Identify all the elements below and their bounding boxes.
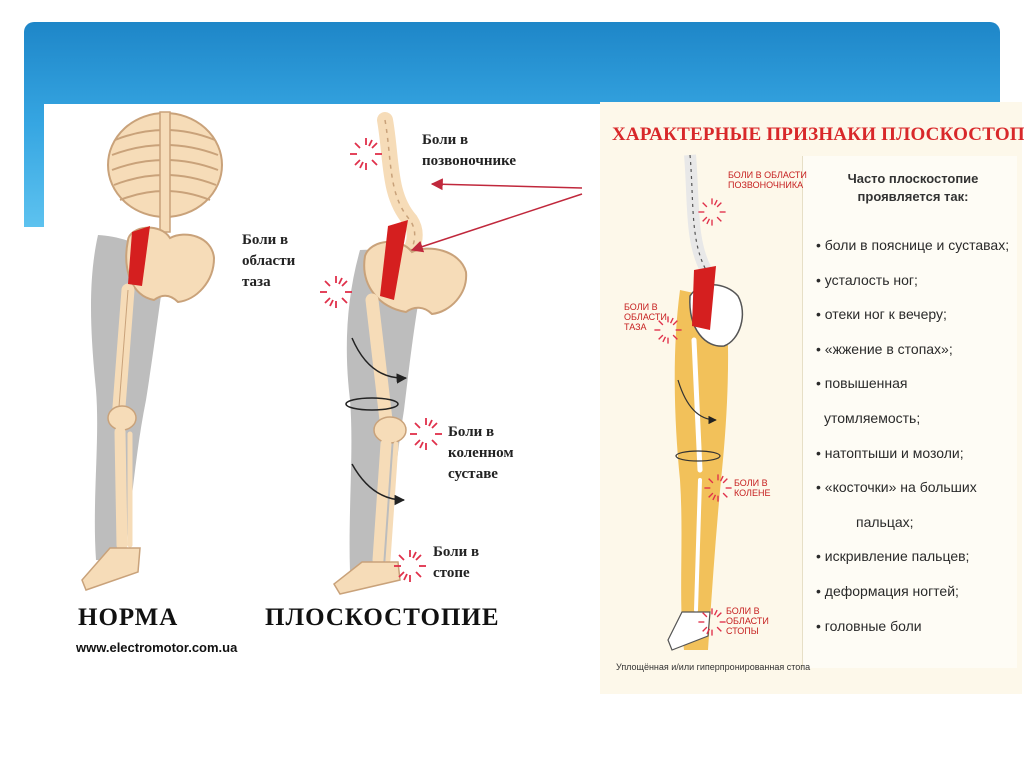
small-label-spine: БОЛИ В ОБЛАСТИ ПОЗВОНОЧНИКА (728, 170, 807, 190)
caption-norm: НОРМА (78, 604, 179, 631)
label-foot-pain: Боли в стопе (433, 544, 480, 581)
small-label-pelvis: БОЛИ В ОБЛАСТИ ТАЗА (624, 302, 667, 332)
caption-flatfoot: ПЛОСКОСТОПИЕ (265, 604, 500, 631)
list-item: • головные боли (816, 617, 922, 634)
list-item: • боли в пояснице и суставах; (816, 237, 1010, 253)
list-item: • «косточки» на больших (816, 479, 977, 496)
list-item: • натоптыши и мозоли; (816, 444, 964, 461)
symptom-list: • боли в пояснице и суставах; • усталост… (816, 228, 1022, 643)
list-item: • «жжение в стопах»; (816, 340, 953, 357)
symptom-list-panel (802, 156, 1017, 668)
right-caption: Уплощённая и/или гиперпронированная стоп… (616, 662, 811, 672)
website-credit: www.electromotor.com.ua (76, 640, 238, 655)
label-knee-pain: Боли в коленном суставе (448, 424, 514, 482)
right-subtitle: Часто плоскостопие проявляется так: (847, 171, 979, 204)
list-item: • повышенная (816, 375, 908, 392)
right-title: ХАРАКТЕРНЫЕ ПРИЗНАКИ ПЛОСКОСТОПИЯ (612, 124, 1024, 145)
list-item: • усталость ног; (816, 271, 918, 288)
right-skeleton (667, 154, 744, 651)
small-label-knee: БОЛИ В КОЛЕНЕ (734, 478, 771, 498)
right-infographic-panel (600, 102, 1022, 694)
small-label-foot: БОЛИ В ОБЛАСТИ СТОПЫ (726, 606, 769, 636)
list-item: пальцах; (856, 513, 914, 530)
label-pelvis-pain: Боли в области таза (242, 232, 296, 290)
normal-skeleton (81, 111, 223, 591)
list-item: утомляемость; (824, 409, 921, 426)
list-item: • искривление пальцев; (816, 548, 970, 565)
list-item: • деформация ногтей; (816, 582, 959, 599)
label-spine-pain: Боли в позвоночнике (422, 132, 517, 169)
flatfoot-skeleton (333, 112, 583, 595)
list-item: • отеки ног к вечеру; (816, 306, 947, 323)
